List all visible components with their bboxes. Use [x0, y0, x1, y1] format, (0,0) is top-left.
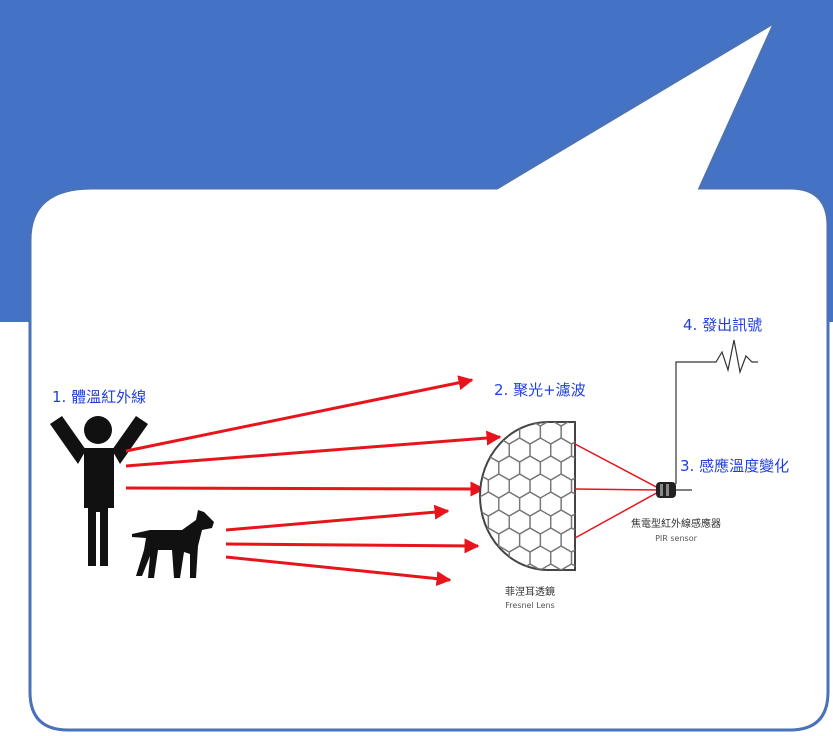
lens-label-zh: 菲涅耳透鏡	[505, 585, 555, 598]
lens-hex-cell	[487, 422, 510, 427]
ray-5	[225, 538, 480, 554]
lens-hex-cell	[508, 422, 531, 427]
lens-hex-cell	[480, 422, 490, 427]
lens-hex-cell	[592, 546, 613, 570]
lens-hex-cell	[518, 563, 542, 570]
lens-hex-cell	[487, 545, 510, 570]
lens-hex-cell	[603, 528, 624, 552]
sensor-label-zh: 焦電型紅外線感應器	[631, 517, 721, 530]
lens-hex-cell	[560, 563, 575, 570]
lens-hex-cell	[582, 528, 603, 552]
lens-hex-cell	[498, 563, 521, 570]
lens-hex-cell	[539, 563, 562, 570]
ray-1	[125, 375, 474, 453]
lens-hex-cell	[603, 564, 624, 588]
person-arms-raised-icon	[50, 416, 148, 566]
ray-6	[225, 555, 452, 587]
ray-4	[225, 504, 450, 532]
lens-hex-cell	[592, 402, 613, 426]
sensor-label-en: PIR sensor	[655, 534, 698, 543]
lens-label-en: Fresnel Lens	[505, 601, 554, 610]
lens-hex-cell	[480, 545, 490, 570]
focused-rays	[574, 443, 663, 539]
fresnel-lens-icon	[479, 402, 624, 588]
ray-2	[125, 430, 502, 468]
lens-hex-cell	[582, 420, 603, 444]
lens-hex-cell	[603, 420, 624, 444]
lens-hex-cell	[480, 563, 500, 570]
lens-hex-cell	[582, 492, 603, 516]
lens-hex-cell	[480, 437, 490, 463]
infrared-rays	[125, 375, 502, 587]
pir-sensor-icon	[656, 482, 692, 498]
ray-3	[125, 481, 486, 497]
step4-label: 4. 發出訊號	[683, 316, 762, 334]
step2-label: 2. 聚光+濾波	[494, 381, 586, 399]
lens-hex-cell	[480, 422, 500, 445]
speech-bubble-shape	[28, 18, 830, 732]
lens-hex-cell	[592, 474, 613, 498]
dog-icon	[132, 510, 214, 578]
lens-hex-cell	[582, 564, 603, 588]
step1-label: 1. 體溫紅外線	[52, 388, 146, 406]
step3-label: 3. 感應溫度變化	[680, 457, 789, 475]
lens-hex-cell	[582, 456, 603, 480]
signal-waveform-icon	[675, 339, 758, 484]
